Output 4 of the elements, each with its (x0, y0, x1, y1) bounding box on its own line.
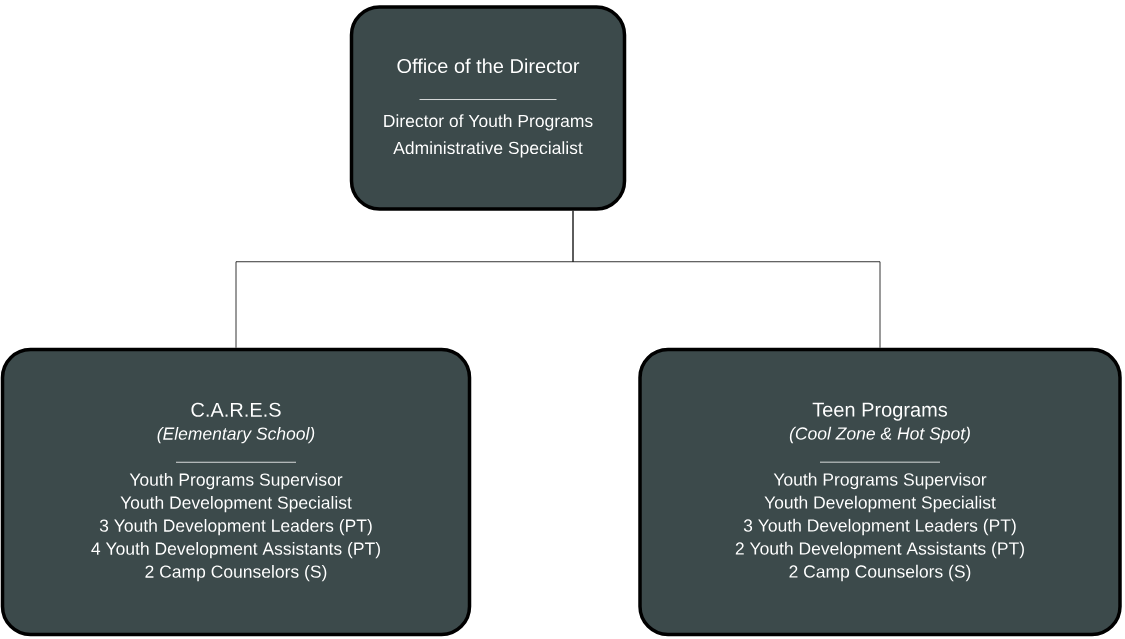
org-box: Office of the Director Director of Youth Programs Administrative Specialist (349, 5, 627, 211)
org-box: Teen Programs (Cool Zone & Hot Spot) Youth Programs Supervisor Youth Development Specialist 3 Youth Development Leaders (PT) 2 Youth Development Assistants (PT) 2 Camp Counselors (S) (638, 347, 1122, 637)
connector-line (572, 210, 881, 349)
org-box: C.A.R.E.S (Elementary School) Youth Programs Supervisor Youth Development Specialist 3 Youth Development Leaders (PT) 4 Youth Development Assistants (PT) 2 Camp Counselors (S) (0, 347, 472, 637)
